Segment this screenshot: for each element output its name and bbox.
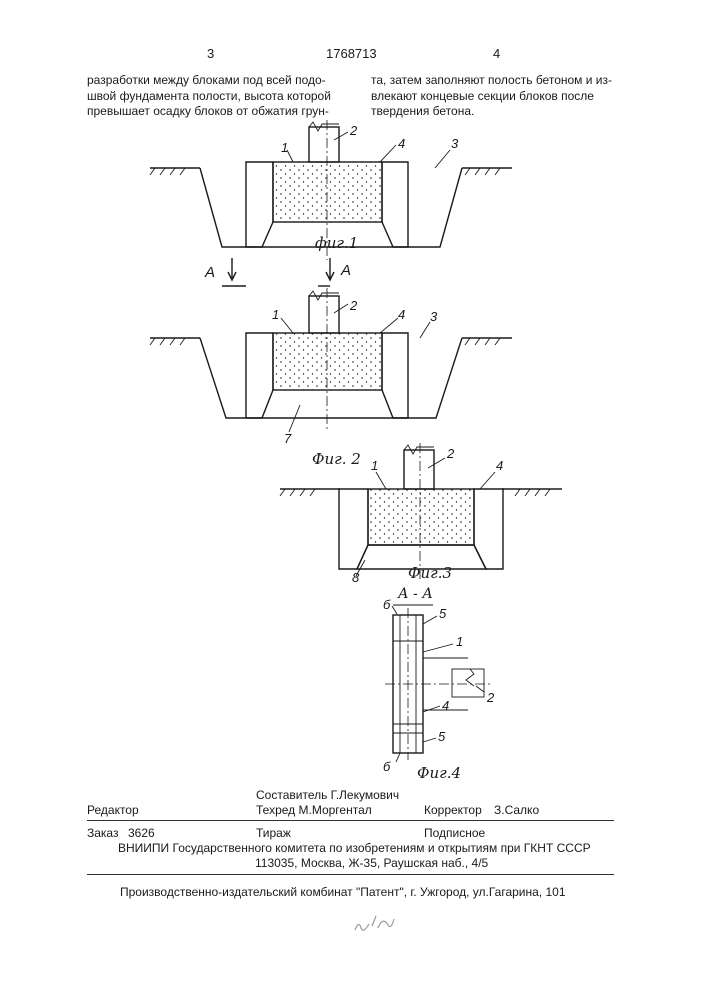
address-line: 113035, Москва, Ж-35, Раушская наб., 4/5	[255, 856, 488, 870]
footer-rule-bottom	[87, 874, 614, 875]
fig4-label-4: 4	[442, 698, 449, 713]
fig4-label-5-bottom: 5	[438, 729, 445, 744]
fig4-title: А - А	[398, 586, 433, 602]
fig4-label-b-top: б	[383, 597, 390, 612]
editor-label: Редактор	[87, 803, 139, 817]
corrector-name: З.Салко	[494, 803, 539, 817]
publisher-line: Производственно-издательский комбинат "П…	[120, 885, 566, 899]
fig1-label-2: 2	[350, 123, 357, 138]
fig4-label-5-top: 5	[439, 606, 446, 621]
circulation-label: Тираж	[256, 826, 291, 840]
fig4-label-2: 2	[487, 690, 494, 705]
techred-line: Техред М.Моргентал	[256, 803, 372, 817]
fig1-label-1: 1	[281, 140, 288, 155]
fig2-caption: Фиг. 2	[312, 450, 361, 468]
org-line: ВНИИПИ Государственного комитета по изоб…	[118, 841, 591, 855]
section-marks	[222, 258, 334, 286]
footer-rule-top	[87, 820, 614, 821]
fig2-label-3: 3	[430, 309, 437, 324]
compiler-line: Составитель Г.Лекумович	[256, 788, 399, 802]
order-label: Заказ	[87, 826, 118, 840]
order-number: 3626	[128, 826, 155, 840]
fig3-label-2: 2	[447, 446, 454, 461]
fig1-label-4: 4	[398, 136, 405, 151]
fig3-caption: Фиг.3	[408, 564, 452, 582]
section-mark-left: А	[205, 264, 215, 281]
figure-2	[150, 288, 512, 432]
section-mark-right: А	[341, 262, 351, 279]
fig4-label-1: 1	[456, 634, 463, 649]
fig4-label-b-bottom: б	[383, 759, 390, 774]
fig2-label-4: 4	[398, 307, 405, 322]
fig2-label-2: 2	[350, 298, 357, 313]
fig1-caption: фиг.1	[315, 234, 358, 252]
fig2-label-1: 1	[272, 307, 279, 322]
subscription-label: Подписное	[424, 826, 485, 840]
fig4-caption: Фиг.4	[417, 764, 461, 782]
fig2-label-7: 7	[284, 431, 291, 446]
corrector-label: Корректор	[424, 803, 482, 817]
fig1-label-3: 3	[451, 136, 458, 151]
fig3-label-1: 1	[371, 458, 378, 473]
fig3-label-8: 8	[352, 570, 359, 585]
fig3-label-4: 4	[496, 458, 503, 473]
